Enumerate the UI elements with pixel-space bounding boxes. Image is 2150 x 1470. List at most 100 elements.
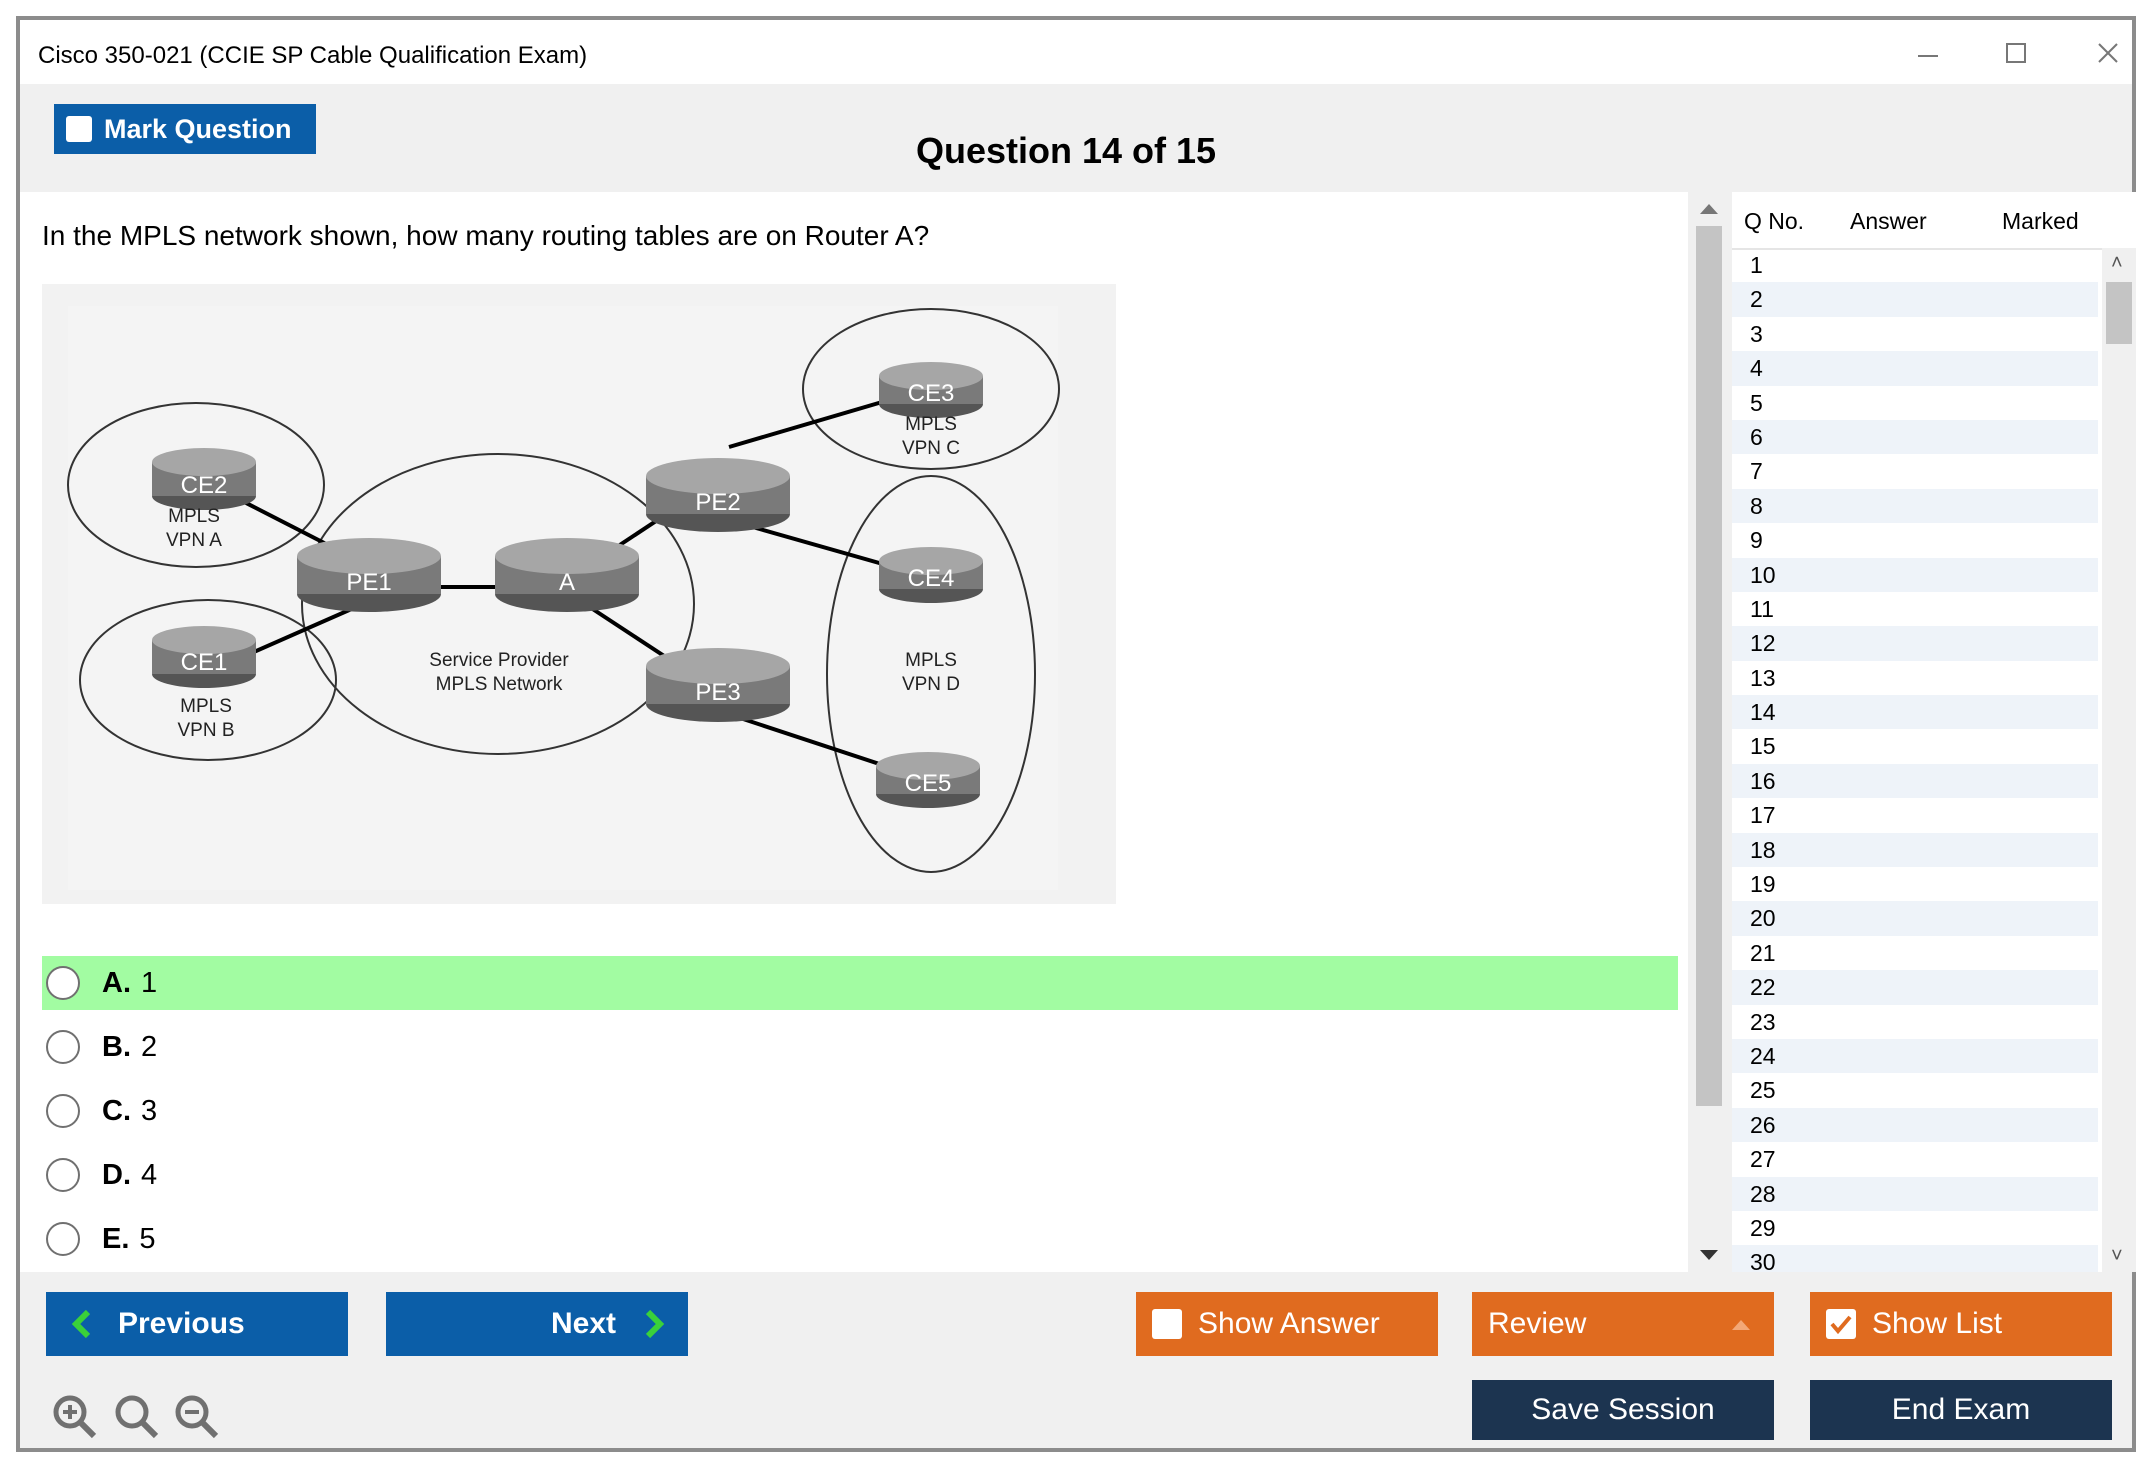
- window-title: Cisco 350-021 (CCIE SP Cable Qualificati…: [38, 42, 588, 69]
- vpn-d-label-1: MPLS: [905, 650, 957, 671]
- list-item[interactable]: 25: [1750, 1077, 1776, 1104]
- list-item[interactable]: 18: [1732, 832, 2098, 868]
- save-session-button[interactable]: Save Session: [1472, 1380, 1774, 1440]
- sp-ellipse: [301, 453, 695, 755]
- scroll-up-icon[interactable]: [1700, 204, 1718, 214]
- list-item[interactable]: 14: [1732, 695, 2098, 730]
- router-pe1: [297, 538, 441, 612]
- list-item[interactable]: 17: [1750, 802, 1776, 829]
- option-text: 4: [141, 1158, 158, 1191]
- list-item[interactable]: 15: [1750, 733, 1776, 760]
- question-list-rows: 1 2 3 4 5 6 7 8 9 10 11 12 13 14 15 16 1…: [1732, 248, 2098, 1280]
- mark-question-button[interactable]: Mark Question: [54, 104, 316, 154]
- previous-button[interactable]: Previous: [46, 1292, 348, 1356]
- vpn-d-label-2: VPN D: [902, 674, 960, 695]
- label-pe3: PE3: [695, 679, 740, 706]
- option-letter: E.: [102, 1222, 130, 1255]
- list-item[interactable]: 22: [1732, 970, 2098, 1005]
- question-text: In the MPLS network shown, how many rout…: [42, 220, 930, 251]
- list-item[interactable]: 29: [1750, 1214, 1776, 1241]
- option-letter: C.: [102, 1094, 131, 1127]
- close-button[interactable]: [2078, 34, 2138, 74]
- option-e[interactable]: E. 5: [42, 1212, 1678, 1266]
- vpn-a-label-1: MPLS: [168, 506, 220, 527]
- router-ce2: [152, 448, 256, 510]
- caret-up-icon: [1732, 1320, 1750, 1330]
- list-item[interactable]: 27: [1750, 1146, 1776, 1173]
- list-item[interactable]: 12: [1732, 626, 2098, 661]
- radio-button[interactable]: [46, 966, 80, 1000]
- list-item[interactable]: 19: [1750, 871, 1776, 898]
- answer-header[interactable]: Answer: [1850, 208, 1927, 234]
- option-d[interactable]: D. 4: [42, 1148, 1678, 1202]
- option-c[interactable]: C. 3: [42, 1084, 1678, 1138]
- question-title: Question 14 of 15: [915, 130, 1217, 171]
- list-item[interactable]: 16: [1732, 763, 2098, 799]
- question-area: In the MPLS network shown, how many rout…: [20, 192, 1688, 1272]
- label-pe2: PE2: [695, 489, 740, 516]
- list-scrollbar[interactable]: ˄ ˅: [2102, 248, 2136, 1272]
- show-answer-button[interactable]: Show Answer: [1136, 1292, 1438, 1356]
- zoom-in-icon[interactable]: [50, 1392, 98, 1440]
- review-button[interactable]: Review: [1472, 1292, 1774, 1356]
- list-item[interactable]: 10: [1732, 557, 2098, 592]
- list-item[interactable]: 24: [1732, 1038, 2098, 1074]
- next-label: Next: [550, 1307, 616, 1340]
- list-item[interactable]: 6: [1732, 419, 2098, 455]
- radio-button[interactable]: [46, 1158, 80, 1192]
- list-item[interactable]: 4: [1732, 351, 2098, 386]
- label-ce1: CE1: [181, 649, 228, 676]
- list-item[interactable]: 11: [1750, 595, 1774, 622]
- list-item[interactable]: 20: [1732, 901, 2098, 936]
- list-item[interactable]: 8: [1732, 488, 2098, 524]
- list-item[interactable]: 7: [1750, 458, 1763, 485]
- show-list-button[interactable]: Show List: [1810, 1292, 2112, 1356]
- radio-button[interactable]: [46, 1222, 80, 1256]
- vpn-b-label-1: MPLS: [180, 696, 232, 717]
- router-ce5: [876, 752, 980, 808]
- list-item[interactable]: 13: [1750, 664, 1776, 691]
- option-letter: B.: [102, 1030, 131, 1063]
- qno-header[interactable]: Q No.: [1744, 208, 1805, 234]
- scroll-down-icon[interactable]: [1700, 1250, 1718, 1260]
- question-scrollbar[interactable]: [1692, 192, 1726, 1272]
- radio-button[interactable]: [46, 1094, 80, 1128]
- mark-question-label: Mark Question: [104, 113, 292, 144]
- list-item[interactable]: 21: [1750, 939, 1776, 966]
- question-list-panel: Q No. Answer Marked 1 2 3 4 5 6 7 8 9 10…: [1732, 192, 2136, 1280]
- option-a[interactable]: A. 1: [42, 956, 1678, 1010]
- end-exam-button[interactable]: End Exam: [1810, 1380, 2112, 1440]
- list-item[interactable]: 28: [1732, 1176, 2098, 1211]
- option-text: 1: [141, 966, 158, 999]
- zoom-out-icon[interactable]: [172, 1392, 220, 1440]
- list-item[interactable]: 26: [1732, 1107, 2098, 1143]
- label-ce4: CE4: [908, 565, 955, 592]
- vpn-d-ellipse: [826, 475, 1036, 873]
- chevron-left-icon: [71, 1309, 91, 1339]
- list-item[interactable]: 9: [1750, 527, 1763, 554]
- list-item[interactable]: 5: [1750, 389, 1763, 416]
- option-b[interactable]: B. 2: [42, 1020, 1678, 1074]
- minimize-button[interactable]: [1898, 34, 1958, 74]
- list-item[interactable]: 23: [1750, 1008, 1776, 1035]
- list-scroll-thumb[interactable]: [2106, 282, 2132, 344]
- chevron-down-icon[interactable]: ˅: [2111, 1245, 2123, 1267]
- end-exam-label: End Exam: [1891, 1393, 2031, 1426]
- scroll-thumb[interactable]: [1696, 226, 1722, 1106]
- list-item[interactable]: 3: [1750, 320, 1763, 347]
- review-label: Review: [1488, 1307, 1587, 1340]
- router-pe3: [646, 648, 790, 722]
- list-item[interactable]: 1: [1750, 252, 1763, 278]
- title-bar: Cisco 350-021 (CCIE SP Cable Qualificati…: [20, 20, 2132, 84]
- chevron-up-icon[interactable]: ˄: [2111, 252, 2123, 274]
- save-session-label: Save Session: [1531, 1393, 1715, 1426]
- marked-header[interactable]: Marked: [2002, 208, 2079, 234]
- next-button[interactable]: Next: [386, 1292, 688, 1356]
- zoom-reset-icon[interactable]: [112, 1392, 160, 1440]
- option-text: 5: [139, 1222, 156, 1255]
- vpn-c-label-2: VPN C: [902, 438, 960, 459]
- radio-button[interactable]: [46, 1030, 80, 1064]
- list-item[interactable]: 2: [1732, 282, 2098, 317]
- label-a: A: [559, 569, 575, 596]
- maximize-button[interactable]: [1986, 34, 2046, 74]
